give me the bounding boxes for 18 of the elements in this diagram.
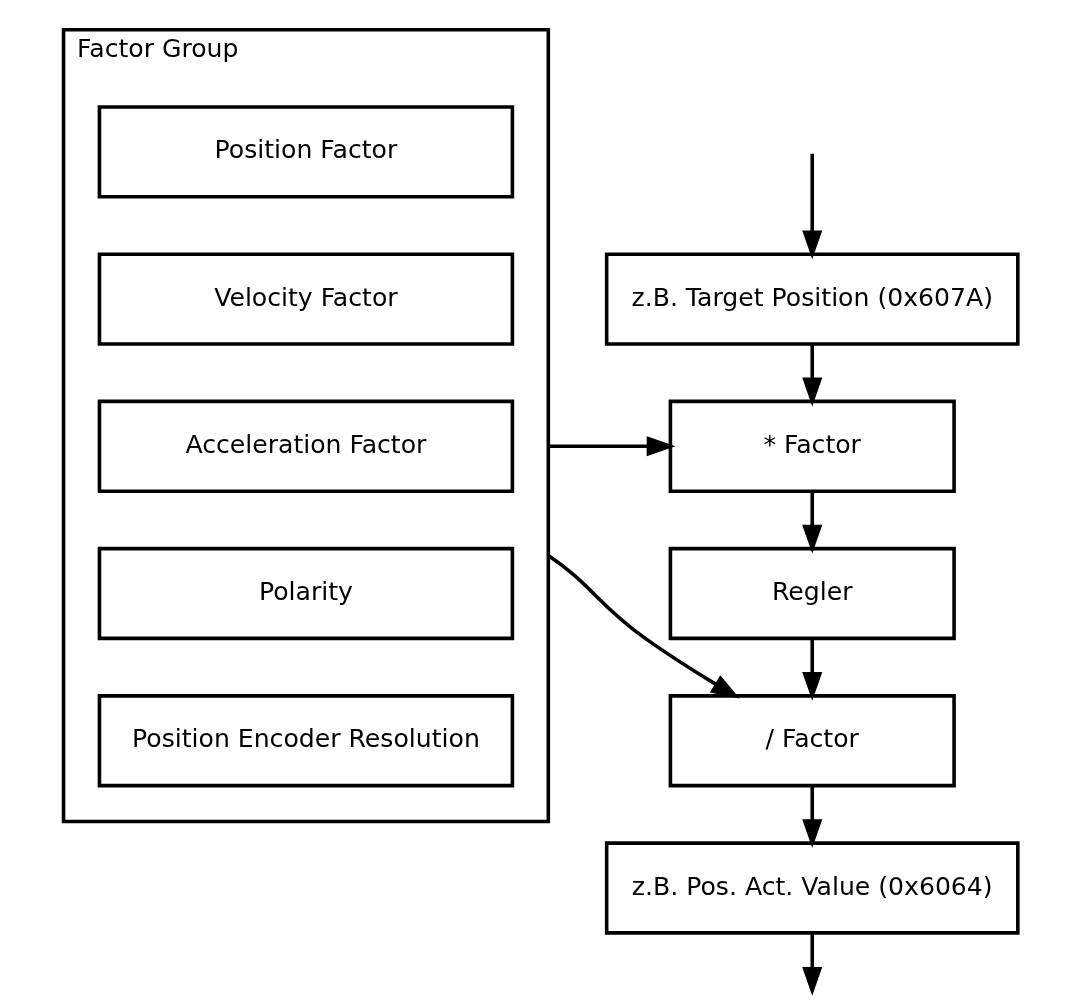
node-box: / Factor xyxy=(668,694,956,788)
arrow xyxy=(802,638,823,701)
arrow xyxy=(802,491,823,554)
arrow xyxy=(547,554,740,699)
arrow xyxy=(802,153,823,260)
node-box: z.B. Target Position (0x607A) xyxy=(604,252,1020,346)
node-box: Velocity Factor xyxy=(97,252,515,346)
arrow xyxy=(802,933,823,996)
node-box: Position Encoder Resolution xyxy=(97,694,515,788)
node-box: z.B. Pos. Act. Value (0x6064) xyxy=(604,841,1020,935)
node-box: * Factor xyxy=(668,399,956,493)
arrow xyxy=(802,785,823,849)
node-box: Acceleration Factor xyxy=(97,399,515,493)
arrow xyxy=(802,343,823,407)
node-box: Regler xyxy=(668,546,956,641)
node-box: Position Factor xyxy=(97,105,515,199)
arrow xyxy=(548,436,676,457)
node-box: Polarity xyxy=(97,546,515,641)
